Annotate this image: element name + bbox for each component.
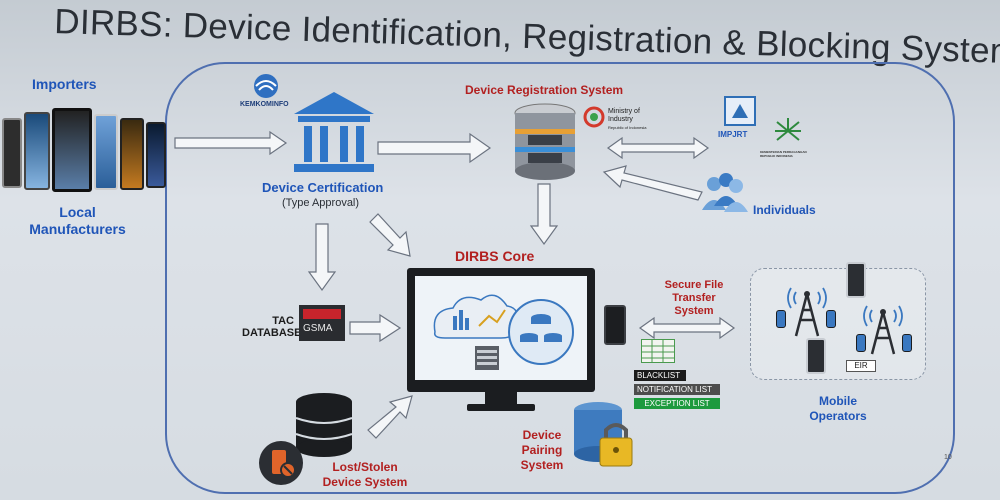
arrow-registration-impjrt (606, 136, 710, 160)
secure-file-transfer-label: Secure File Transfer System (664, 279, 724, 317)
people-group-icon (700, 170, 750, 215)
arrow-tac-core (349, 313, 402, 343)
tac-database-label: TAC DATABASE (242, 315, 302, 339)
phones-group (0, 108, 168, 193)
arrow-manufacturers-certification (174, 130, 288, 156)
smartphone-icon (806, 338, 826, 374)
dirbs-core-label: DIRBS Core (455, 248, 535, 264)
database-server-icon (510, 103, 580, 183)
arrow-loststolen-core (367, 395, 413, 439)
exception-list-badge: EXCEPTION LIST (634, 398, 720, 409)
database-icon (292, 392, 356, 458)
phone-icon (120, 118, 144, 190)
page-number: 10 (944, 454, 952, 461)
phone-icon (52, 108, 92, 192)
arrow-certification-tac (307, 223, 337, 292)
importers-label: Importers (32, 76, 97, 92)
phone-icon (24, 112, 50, 190)
ministry-label: Ministry of Industry Republic of Indones… (608, 108, 647, 130)
kemkominfo-label: KEMKOMINFO (240, 101, 289, 108)
smartphone-icon (856, 334, 866, 352)
monitor-icon (405, 266, 597, 416)
cell-tower-icon (858, 300, 908, 356)
arrow-certification-registration (377, 132, 492, 164)
phone-icon (94, 114, 118, 190)
government-building-icon (290, 90, 378, 176)
arrow-registration-core (529, 183, 559, 246)
kemendag-logo (773, 116, 803, 146)
kemkominfo-logo (250, 72, 282, 100)
arrow-certification-core (369, 213, 411, 257)
eir-badge: EIR (846, 360, 876, 372)
individuals-label: Individuals (753, 203, 816, 217)
arrow-individuals-registration (602, 165, 703, 201)
smartphone-icon (826, 310, 836, 328)
kemendag-label: KEMENTERIAN PERDAGANGAN REPUBLIK INDONES… (760, 150, 807, 158)
spreadsheet-icon (641, 339, 675, 363)
lost-stolen-device-system-label: Lost/Stolen Device System (322, 460, 408, 489)
blacklist-badge: BLACKLIST (634, 370, 686, 381)
smartphone-icon (902, 334, 912, 352)
device-registration-system-label: Device Registration System (465, 83, 624, 97)
notification-list-badge: NOTIFICATION LIST (634, 384, 720, 395)
phone-icon (2, 118, 22, 188)
arrow-core-operators (638, 316, 736, 340)
type-approval-label: (Type Approval) (282, 197, 360, 209)
device-pairing-system-label: Device Pairing System (520, 428, 564, 472)
gsma-label: GSMA (303, 323, 333, 334)
smartphone-icon (604, 305, 626, 345)
ministry-of-industry-logo (583, 106, 605, 128)
device-certification-label: Device Certification (262, 180, 384, 195)
dirbs-frame (165, 62, 955, 494)
phone-icon (146, 122, 166, 188)
database-lock-icon (570, 400, 636, 470)
cell-tower-icon (782, 282, 832, 338)
impjrt-logo (724, 96, 756, 126)
smartphone-icon (776, 310, 786, 328)
lost-stolen-phone-icon (256, 438, 306, 488)
mobile-operators-label: Mobile Operators (809, 394, 867, 423)
impjrt-label: IMPJRT (718, 130, 748, 139)
local-manufacturers-label: Local Manufacturers (29, 204, 126, 237)
gsma-logo: GSMA (299, 305, 345, 341)
smartphone-icon (846, 262, 866, 298)
